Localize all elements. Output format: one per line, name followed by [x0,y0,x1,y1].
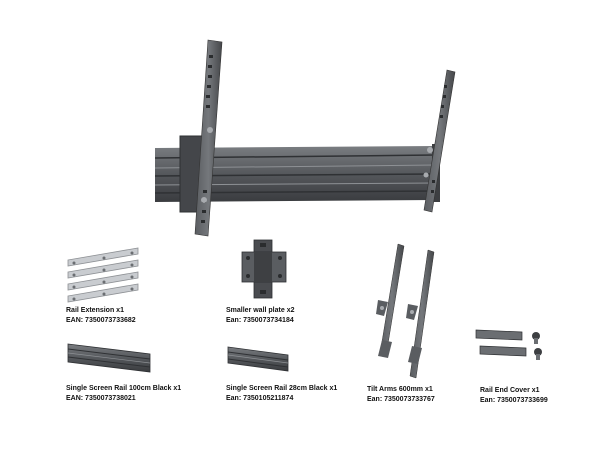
rail-end-cover-illustration [475,329,542,360]
caption-rail-100: Single Screen Rail 100cm Black x1 EAN: 7… [66,384,181,404]
left-tilt-arm [194,39,223,237]
tilt-arm-b [406,249,435,379]
tilt-arm-a [376,243,405,358]
rail-28cm-illustration [227,346,289,372]
rail-100cm-illustration [67,343,151,373]
rail-extension-illustration [67,247,139,303]
part-name: Tilt Arms 600mm x1 [367,386,433,393]
caption-rail-extension: Rail Extension x1 EAN: 7350073733682 [66,306,136,326]
part-ean: EAN: 7350073738021 [66,395,136,402]
part-ean: Ean: 7350105211874 [226,395,294,402]
tilt-arms-illustration [376,243,435,379]
screw-2 [534,348,542,360]
part-name: Rail End Cover x1 [480,387,540,394]
part-name: Single Screen Rail 100cm Black x1 [66,385,182,392]
caption-rail-28: Single Screen Rail 28cm Black x1 Ean: 73… [226,384,337,404]
part-name: Smaller wall plate x2 [226,307,295,314]
right-tilt-arm [423,69,456,213]
main-rail [154,144,440,202]
part-ean: EAN: 7350073733682 [66,317,136,324]
part-name: Single Screen Rail 28cm Black x1 [226,385,338,392]
caption-end-cover: Rail End Cover x1 Ean: 7350073733699 [480,386,548,406]
caption-tilt-arms: Tilt Arms 600mm x1 Ean: 7350073733767 [367,385,435,405]
wall-plate-illustration [241,239,287,299]
caption-wall-plate: Smaller wall plate x2 Ean: 7350073734184 [226,306,294,326]
screw-1 [532,332,540,344]
part-name: Rail Extension x1 [66,307,124,314]
part-ean: Ean: 7350073733767 [367,396,435,403]
part-ean: Ean: 7350073733699 [480,397,548,404]
part-ean: Ean: 7350073734184 [226,317,294,324]
